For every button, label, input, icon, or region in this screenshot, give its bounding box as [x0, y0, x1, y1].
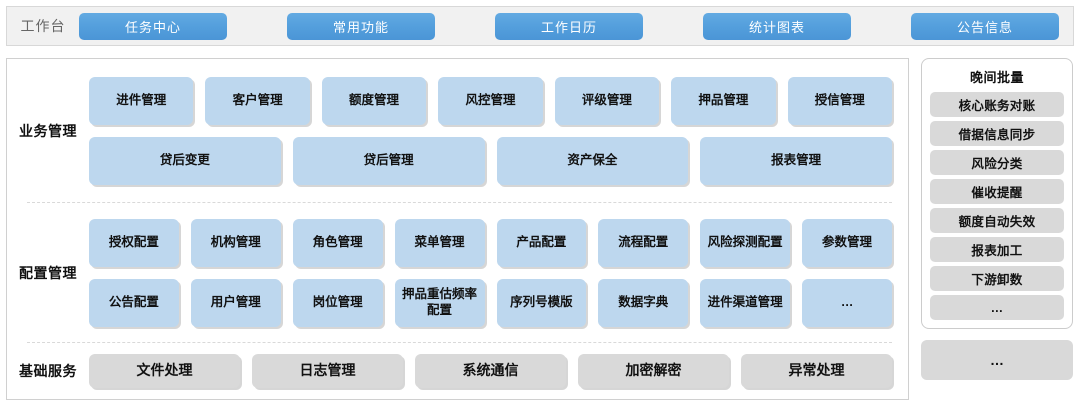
tile-menu-management[interactable]: 菜单管理	[394, 219, 485, 267]
section-label-configuration: 配置管理	[19, 265, 77, 281]
tile-credit-limit-management[interactable]: 额度管理	[321, 77, 427, 125]
configuration-row-1: 授权配置 机构管理 角色管理 菜单管理 产品配置 流程配置 风险探测配置 参数管…	[89, 219, 892, 267]
topbar-tab-group: 任务中心 常用功能 工作日历 统计图表 公告信息	[79, 12, 1073, 40]
nightly-batch-title: 晚间批量	[969, 70, 1024, 85]
section-label-business: 业务管理	[19, 123, 77, 139]
base-services-rows: 文件处理 日志管理 系统通信 加密解密 异常处理	[89, 354, 908, 388]
business-rows: 进件管理 客户管理 额度管理 风控管理 评级管理 押品管理 授信管理 贷后变更 …	[89, 77, 908, 185]
batch-item-risk-classification[interactable]: 风险分类	[930, 150, 1064, 175]
configuration-row-2: 公告配置 用户管理 岗位管理 押品重估频率配置 序列号模版 数据字典 进件渠道管…	[89, 279, 892, 327]
tile-post-loan-management[interactable]: 贷后管理	[292, 137, 485, 185]
workbench-topbar: 工作台 任务中心 常用功能 工作日历 统计图表 公告信息	[6, 6, 1074, 46]
business-row-1: 进件管理 客户管理 额度管理 风控管理 评级管理 押品管理 授信管理	[89, 77, 892, 125]
tile-parameter-management[interactable]: 参数管理	[802, 219, 892, 267]
right-column: 晚间批量 核心账务对账 借据信息同步 风险分类 催收提醒 额度自动失效 报表加工…	[921, 58, 1073, 400]
tile-incoming-management[interactable]: 进件管理	[89, 77, 194, 125]
tile-risk-detection-config[interactable]: 风险探测配置	[700, 219, 791, 267]
tab-work-calendar[interactable]: 工作日历	[495, 12, 643, 40]
tile-serial-number-template[interactable]: 序列号模版	[496, 279, 587, 327]
tile-report-management[interactable]: 报表管理	[700, 137, 892, 185]
tab-statistics-chart[interactable]: 统计图表	[703, 12, 851, 40]
section-business-management: 业务管理 进件管理 客户管理 额度管理 风控管理 评级管理 押品管理 授信管理 …	[7, 59, 908, 203]
tile-exception-handling[interactable]: 异常处理	[741, 354, 892, 388]
batch-item-iou-info-sync[interactable]: 借据信息同步	[930, 121, 1064, 146]
tile-risk-control-management[interactable]: 风控管理	[438, 77, 543, 125]
tile-collateral-revaluation-frequency-config[interactable]: 押品重估频率配置	[394, 279, 485, 327]
tile-authorization-config[interactable]: 授权配置	[89, 219, 179, 267]
section-base-services: 基础服务 文件处理 日志管理 系统通信 加密解密 异常处理	[7, 343, 908, 399]
batch-item-more[interactable]: …	[930, 295, 1064, 320]
tile-process-config[interactable]: 流程配置	[598, 219, 689, 267]
tile-organization-management[interactable]: 机构管理	[190, 219, 281, 267]
tile-credit-granting-management[interactable]: 授信管理	[787, 77, 892, 125]
tile-position-management[interactable]: 岗位管理	[292, 279, 383, 327]
tile-system-communication[interactable]: 系统通信	[415, 354, 566, 388]
section-configuration-management: 配置管理 授权配置 机构管理 角色管理 菜单管理 产品配置 流程配置 风险探测配…	[7, 203, 908, 343]
section-divider-1	[27, 202, 892, 203]
tile-user-management[interactable]: 用户管理	[190, 279, 281, 327]
tab-task-center[interactable]: 任务中心	[79, 12, 227, 40]
workbench-label: 工作台	[20, 18, 66, 34]
tile-configuration-more[interactable]: …	[802, 279, 892, 327]
tile-data-dictionary[interactable]: 数据字典	[598, 279, 689, 327]
tile-incoming-channel-management[interactable]: 进件渠道管理	[700, 279, 791, 327]
base-services-row-1: 文件处理 日志管理 系统通信 加密解密 异常处理	[89, 354, 892, 388]
tile-product-config[interactable]: 产品配置	[496, 219, 587, 267]
tile-rating-management[interactable]: 评级管理	[554, 77, 660, 125]
tile-encryption-decryption[interactable]: 加密解密	[578, 354, 729, 388]
business-row-2: 贷后变更 贷后管理 资产保全 报表管理	[89, 137, 892, 185]
configuration-rows: 授权配置 机构管理 角色管理 菜单管理 产品配置 流程配置 风险探测配置 参数管…	[89, 219, 908, 327]
tile-asset-preservation[interactable]: 资产保全	[496, 137, 689, 185]
tile-file-processing[interactable]: 文件处理	[89, 354, 240, 388]
tile-role-management[interactable]: 角色管理	[292, 219, 383, 267]
batch-item-core-accounting-reconciliation[interactable]: 核心账务对账	[930, 92, 1064, 117]
batch-item-report-processing[interactable]: 报表加工	[930, 237, 1064, 262]
tab-common-features[interactable]: 常用功能	[287, 12, 435, 40]
tile-customer-management[interactable]: 客户管理	[205, 77, 310, 125]
tile-extra-more[interactable]: …	[921, 340, 1073, 380]
tab-announcements[interactable]: 公告信息	[911, 12, 1059, 40]
tile-announcement-config[interactable]: 公告配置	[89, 279, 179, 327]
nightly-batch-panel: 晚间批量 核心账务对账 借据信息同步 风险分类 催收提醒 额度自动失效 报表加工…	[921, 58, 1073, 329]
batch-item-collection-reminder[interactable]: 催收提醒	[930, 179, 1064, 204]
batch-item-downstream-unload[interactable]: 下游卸数	[930, 266, 1064, 291]
tile-log-management[interactable]: 日志管理	[252, 354, 403, 388]
tile-collateral-management[interactable]: 押品管理	[671, 77, 776, 125]
tile-post-loan-change[interactable]: 贷后变更	[89, 137, 281, 185]
section-label-base-services: 基础服务	[19, 363, 77, 379]
section-divider-2	[27, 342, 892, 343]
batch-item-auto-limit-expiry[interactable]: 额度自动失效	[930, 208, 1064, 233]
architecture-panel: 业务管理 进件管理 客户管理 额度管理 风控管理 评级管理 押品管理 授信管理 …	[6, 58, 909, 400]
